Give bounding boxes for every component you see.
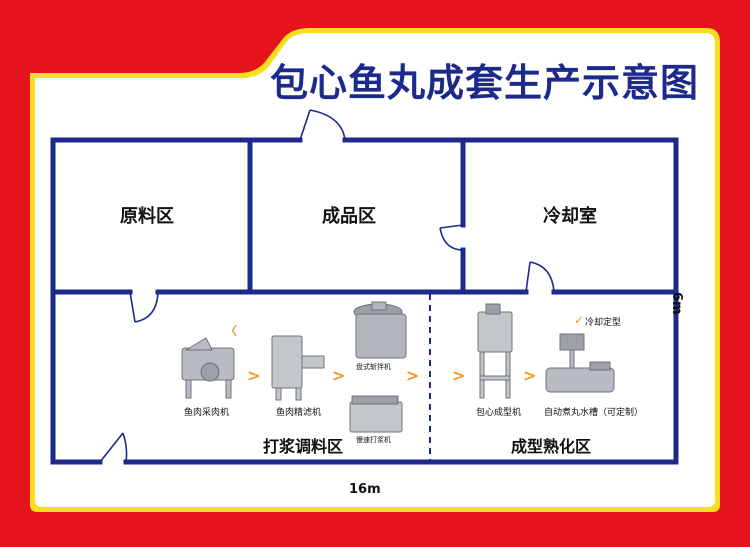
doors bbox=[99, 109, 555, 463]
room-label-raw-material: 原料区 bbox=[120, 206, 174, 227]
machine-auto-boiling-tank-icon bbox=[545, 333, 615, 393]
machine-label-boiling-tank: 自动煮丸水槽（可定制） bbox=[544, 408, 644, 418]
machine-label-former: 包心成型机 bbox=[476, 408, 522, 418]
machine-fish-meat-refiner-icon bbox=[271, 335, 325, 401]
room-label-cooling: 冷却室 bbox=[543, 206, 597, 227]
process-arrow-icon: ✓ bbox=[574, 313, 585, 327]
panel bbox=[35, 33, 715, 507]
floor-plan-walls bbox=[50, 137, 679, 465]
machine-fish-meat-separator-icon bbox=[181, 337, 235, 399]
room-label-finished-goods: 成品区 bbox=[322, 206, 376, 227]
machine-label-bowl-cutter: 盘式斩拌机 bbox=[356, 363, 391, 371]
machine-label-beater: 慢速打浆机 bbox=[356, 436, 391, 444]
process-arrow-icon: > bbox=[523, 366, 537, 385]
process-arrow-icon: 〈 bbox=[225, 324, 238, 338]
process-arrow-icon: > bbox=[247, 366, 261, 385]
process-arrow-icon: > bbox=[332, 366, 346, 385]
page-title: 包心鱼丸成套生产示意图 bbox=[270, 61, 700, 105]
room-label-pulping: 打浆调料区 bbox=[263, 437, 344, 456]
machine-filled-ball-former-icon bbox=[477, 303, 513, 399]
machine-label-refiner: 鱼肉精滤机 bbox=[276, 408, 322, 418]
machine-bowl-cutter-icon bbox=[353, 301, 407, 359]
dimension-depth: 6m bbox=[669, 292, 684, 315]
dimension-width: 16m bbox=[349, 482, 381, 497]
room-label-forming: 成型熟化区 bbox=[511, 437, 592, 456]
process-arrow-icon: > bbox=[406, 366, 420, 385]
machine-label-cooling-setting: 冷却定型 bbox=[585, 318, 622, 328]
machine-slow-beater-icon bbox=[349, 395, 403, 433]
machine-label-separator: 鱼肉采肉机 bbox=[184, 408, 230, 418]
process-arrow-icon: > bbox=[452, 366, 466, 385]
